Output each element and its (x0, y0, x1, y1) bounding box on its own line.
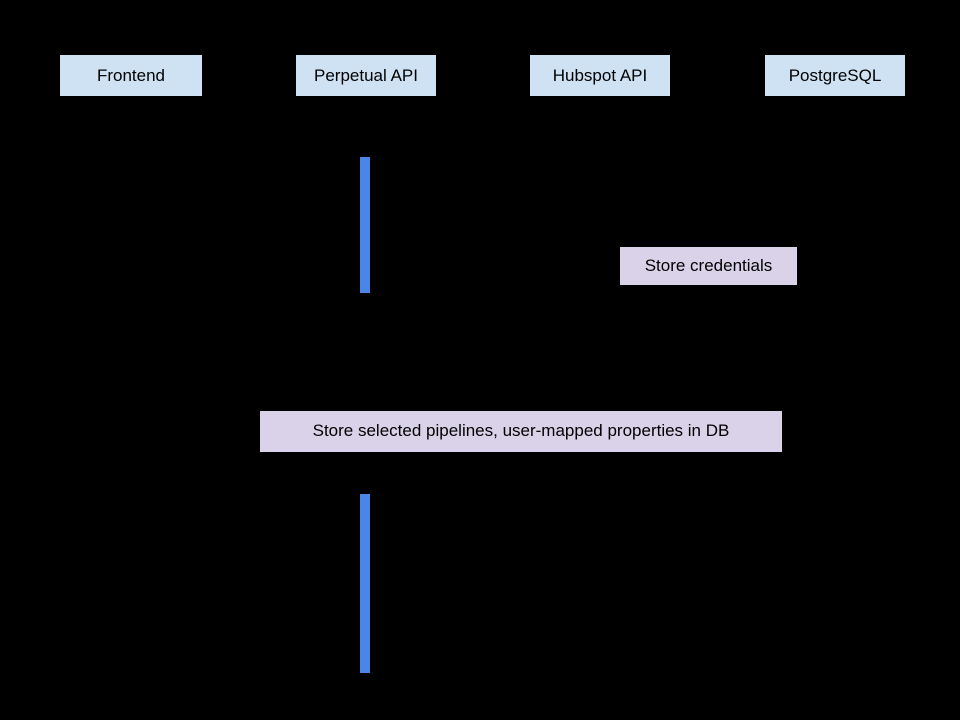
note-store-credentials: Store credentials (619, 246, 798, 286)
activation-bar-perpetual-1 (360, 157, 370, 293)
actor-label-frontend: Frontend (96, 66, 166, 85)
actor-box-postgresql: PostgreSQL (764, 54, 906, 97)
actor-box-perpetual-api: Perpetual API (295, 54, 437, 97)
activation-bar-perpetual-2 (360, 494, 370, 673)
actor-box-hubspot-api: Hubspot API (529, 54, 671, 97)
actor-label-perpetual-api: Perpetual API (314, 66, 418, 85)
note-store-pipelines: Store selected pipelines, user-mapped pr… (259, 410, 783, 453)
actor-label-postgresql: PostgreSQL (788, 66, 882, 85)
note-store-pipelines-label: Store selected pipelines, user-mapped pr… (312, 421, 730, 441)
note-store-credentials-label: Store credentials (644, 255, 773, 275)
actor-label-hubspot-api: Hubspot API (552, 66, 648, 85)
actor-box-frontend: Frontend (59, 54, 203, 97)
